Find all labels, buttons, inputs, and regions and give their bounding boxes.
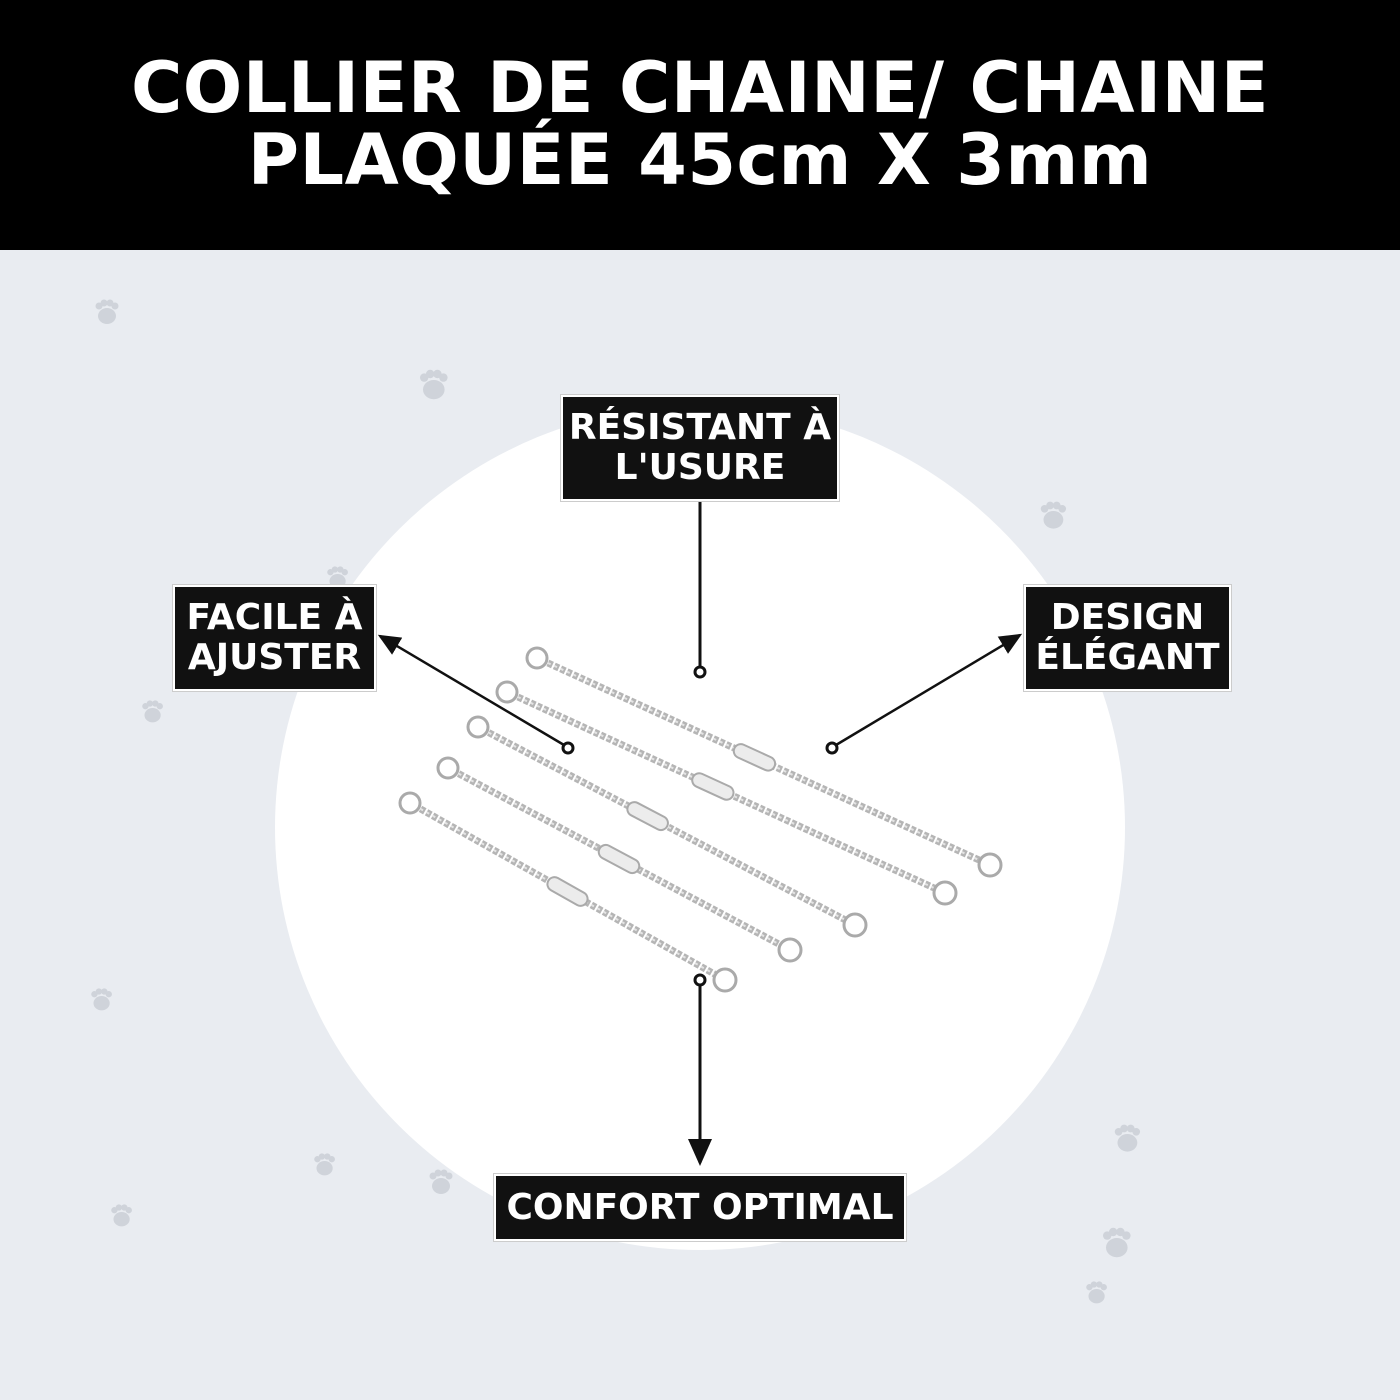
chain-ring <box>777 937 803 963</box>
paw-print-icon <box>417 368 451 406</box>
chain-ring <box>712 967 738 993</box>
feature-label-comfort: CONFORT OPTIMAL <box>493 1173 907 1242</box>
title-line-1: COLLIER DE CHAINE/ CHAINE <box>130 47 1270 129</box>
feature-label-elegant-design: DESIGN ÉLÉGANT <box>1023 584 1232 692</box>
callout-dot-right <box>825 741 839 755</box>
callout-line-right <box>835 633 1023 747</box>
paw-print-icon <box>312 1152 337 1181</box>
paw-print-icon <box>93 298 121 330</box>
chain-clasp-bar <box>597 843 641 875</box>
chain-highlight <box>458 772 780 946</box>
paw-print-icon <box>1038 500 1069 535</box>
paw-print-icon <box>109 1203 134 1232</box>
feature-text: ÉLÉGANT <box>1035 637 1220 678</box>
chain-ring <box>977 852 1003 878</box>
chain-clasp-bar <box>546 876 589 907</box>
feature-text: FACILE À <box>186 597 363 638</box>
feature-label-wear-resistant: RÉSISTANT À L'USURE <box>560 394 840 502</box>
chain-clasp-bar <box>691 772 735 801</box>
chain-highlight <box>547 662 980 861</box>
feature-text: DESIGN <box>1050 597 1205 638</box>
page-title: COLLIER DE CHAINE/ CHAINE PLAQUÉE 45cm X… <box>0 0 1400 250</box>
callout-dot-bottom <box>693 973 707 987</box>
paw-print-icon <box>1100 1226 1134 1264</box>
callout-dot-top <box>693 665 707 679</box>
callout-dot-left <box>561 741 575 755</box>
chain-ring <box>398 791 422 815</box>
title-line-2: PLAQUÉE 45cm X 3mm <box>247 119 1153 201</box>
chain-ring <box>495 680 519 704</box>
paw-print-icon <box>1112 1123 1143 1158</box>
feature-label-easy-adjust: FACILE À AJUSTER <box>172 584 377 692</box>
chain-ring <box>466 715 490 739</box>
paw-print-icon <box>140 699 165 728</box>
paw-print-icon <box>427 1168 455 1200</box>
feature-text: CONFORT OPTIMAL <box>506 1186 894 1228</box>
paw-print-icon <box>89 987 114 1016</box>
chain-ring <box>525 646 549 670</box>
feature-text: RÉSISTANT À <box>568 407 832 448</box>
paw-print-icon <box>1084 1280 1109 1309</box>
chain-ring <box>932 880 958 906</box>
feature-text: AJUSTER <box>187 637 362 678</box>
callout-line-left <box>377 634 565 747</box>
chain-clasp-bar <box>626 801 669 832</box>
chain-clasp-bar <box>732 743 777 772</box>
chain-ring <box>436 756 460 780</box>
feature-text: L'USURE <box>614 447 786 488</box>
chain-ring <box>842 912 868 938</box>
chain-group <box>398 646 1003 993</box>
callout-lines <box>377 500 1023 1166</box>
